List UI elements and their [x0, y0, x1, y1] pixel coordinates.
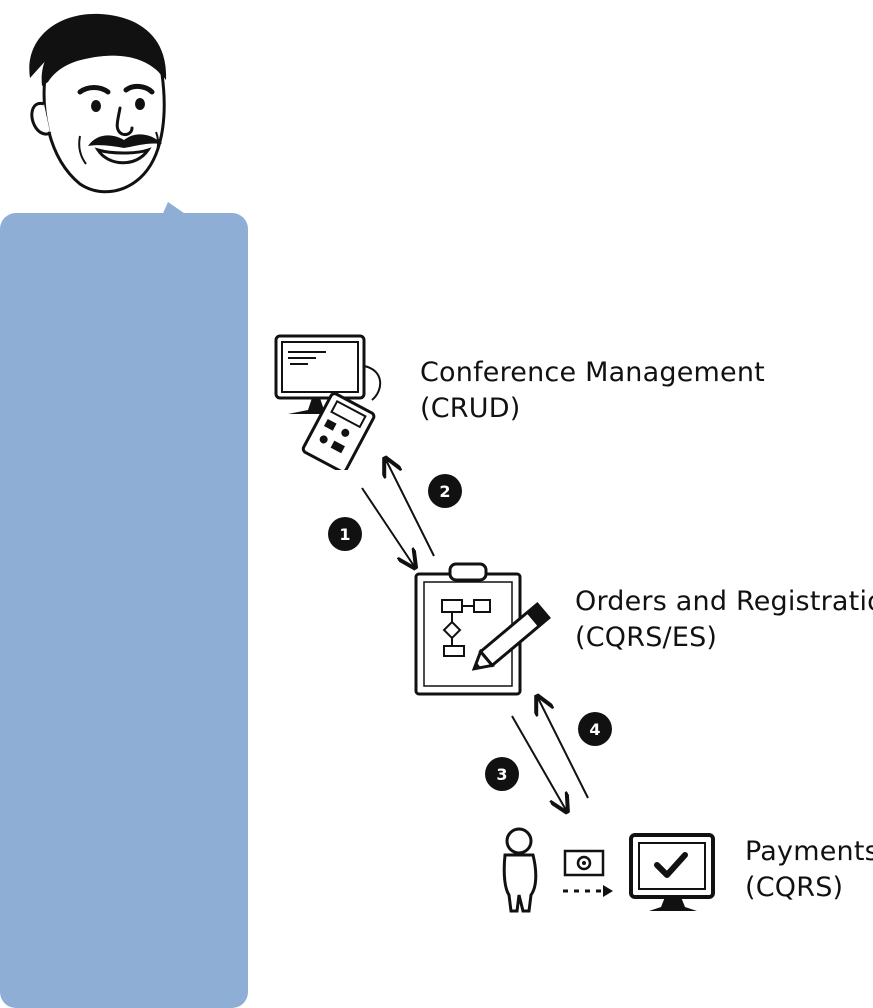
step-badge-1: 1 — [328, 517, 362, 551]
arrow-step-4 — [538, 698, 589, 799]
speech-bubble-tail — [160, 202, 194, 220]
conference-management-label: Conference Management (CRUD) — [420, 355, 765, 427]
step-badge-3: 3 — [485, 757, 519, 791]
payments-subtitle: (CQRS) — [745, 872, 844, 903]
step-badge-4: 4 — [578, 712, 612, 746]
person-pays-computer-icon — [502, 827, 715, 913]
step-badge-2: 2 — [428, 474, 462, 508]
speech-bubble — [0, 213, 248, 1008]
orders-title: Orders and Registrations — [575, 586, 873, 617]
orders-subtitle: (CQRS/ES) — [575, 622, 718, 653]
payments-title: Payments — [745, 836, 873, 867]
payments-label: Payments (CQRS) — [745, 834, 873, 906]
arrow-step-2 — [386, 460, 435, 557]
conference-title: Conference Management — [420, 357, 765, 388]
clipboard-flowchart-pencil-icon — [414, 562, 551, 696]
conference-subtitle: (CRUD) — [420, 393, 521, 424]
man-with-mustache-avatar-icon — [29, 13, 167, 194]
arrow-step-1 — [361, 487, 414, 566]
arrow-step-3 — [511, 715, 566, 810]
computer-with-keypad-icon — [274, 334, 382, 470]
orders-registrations-label: Orders and Registrations (CQRS/ES) — [575, 584, 873, 656]
